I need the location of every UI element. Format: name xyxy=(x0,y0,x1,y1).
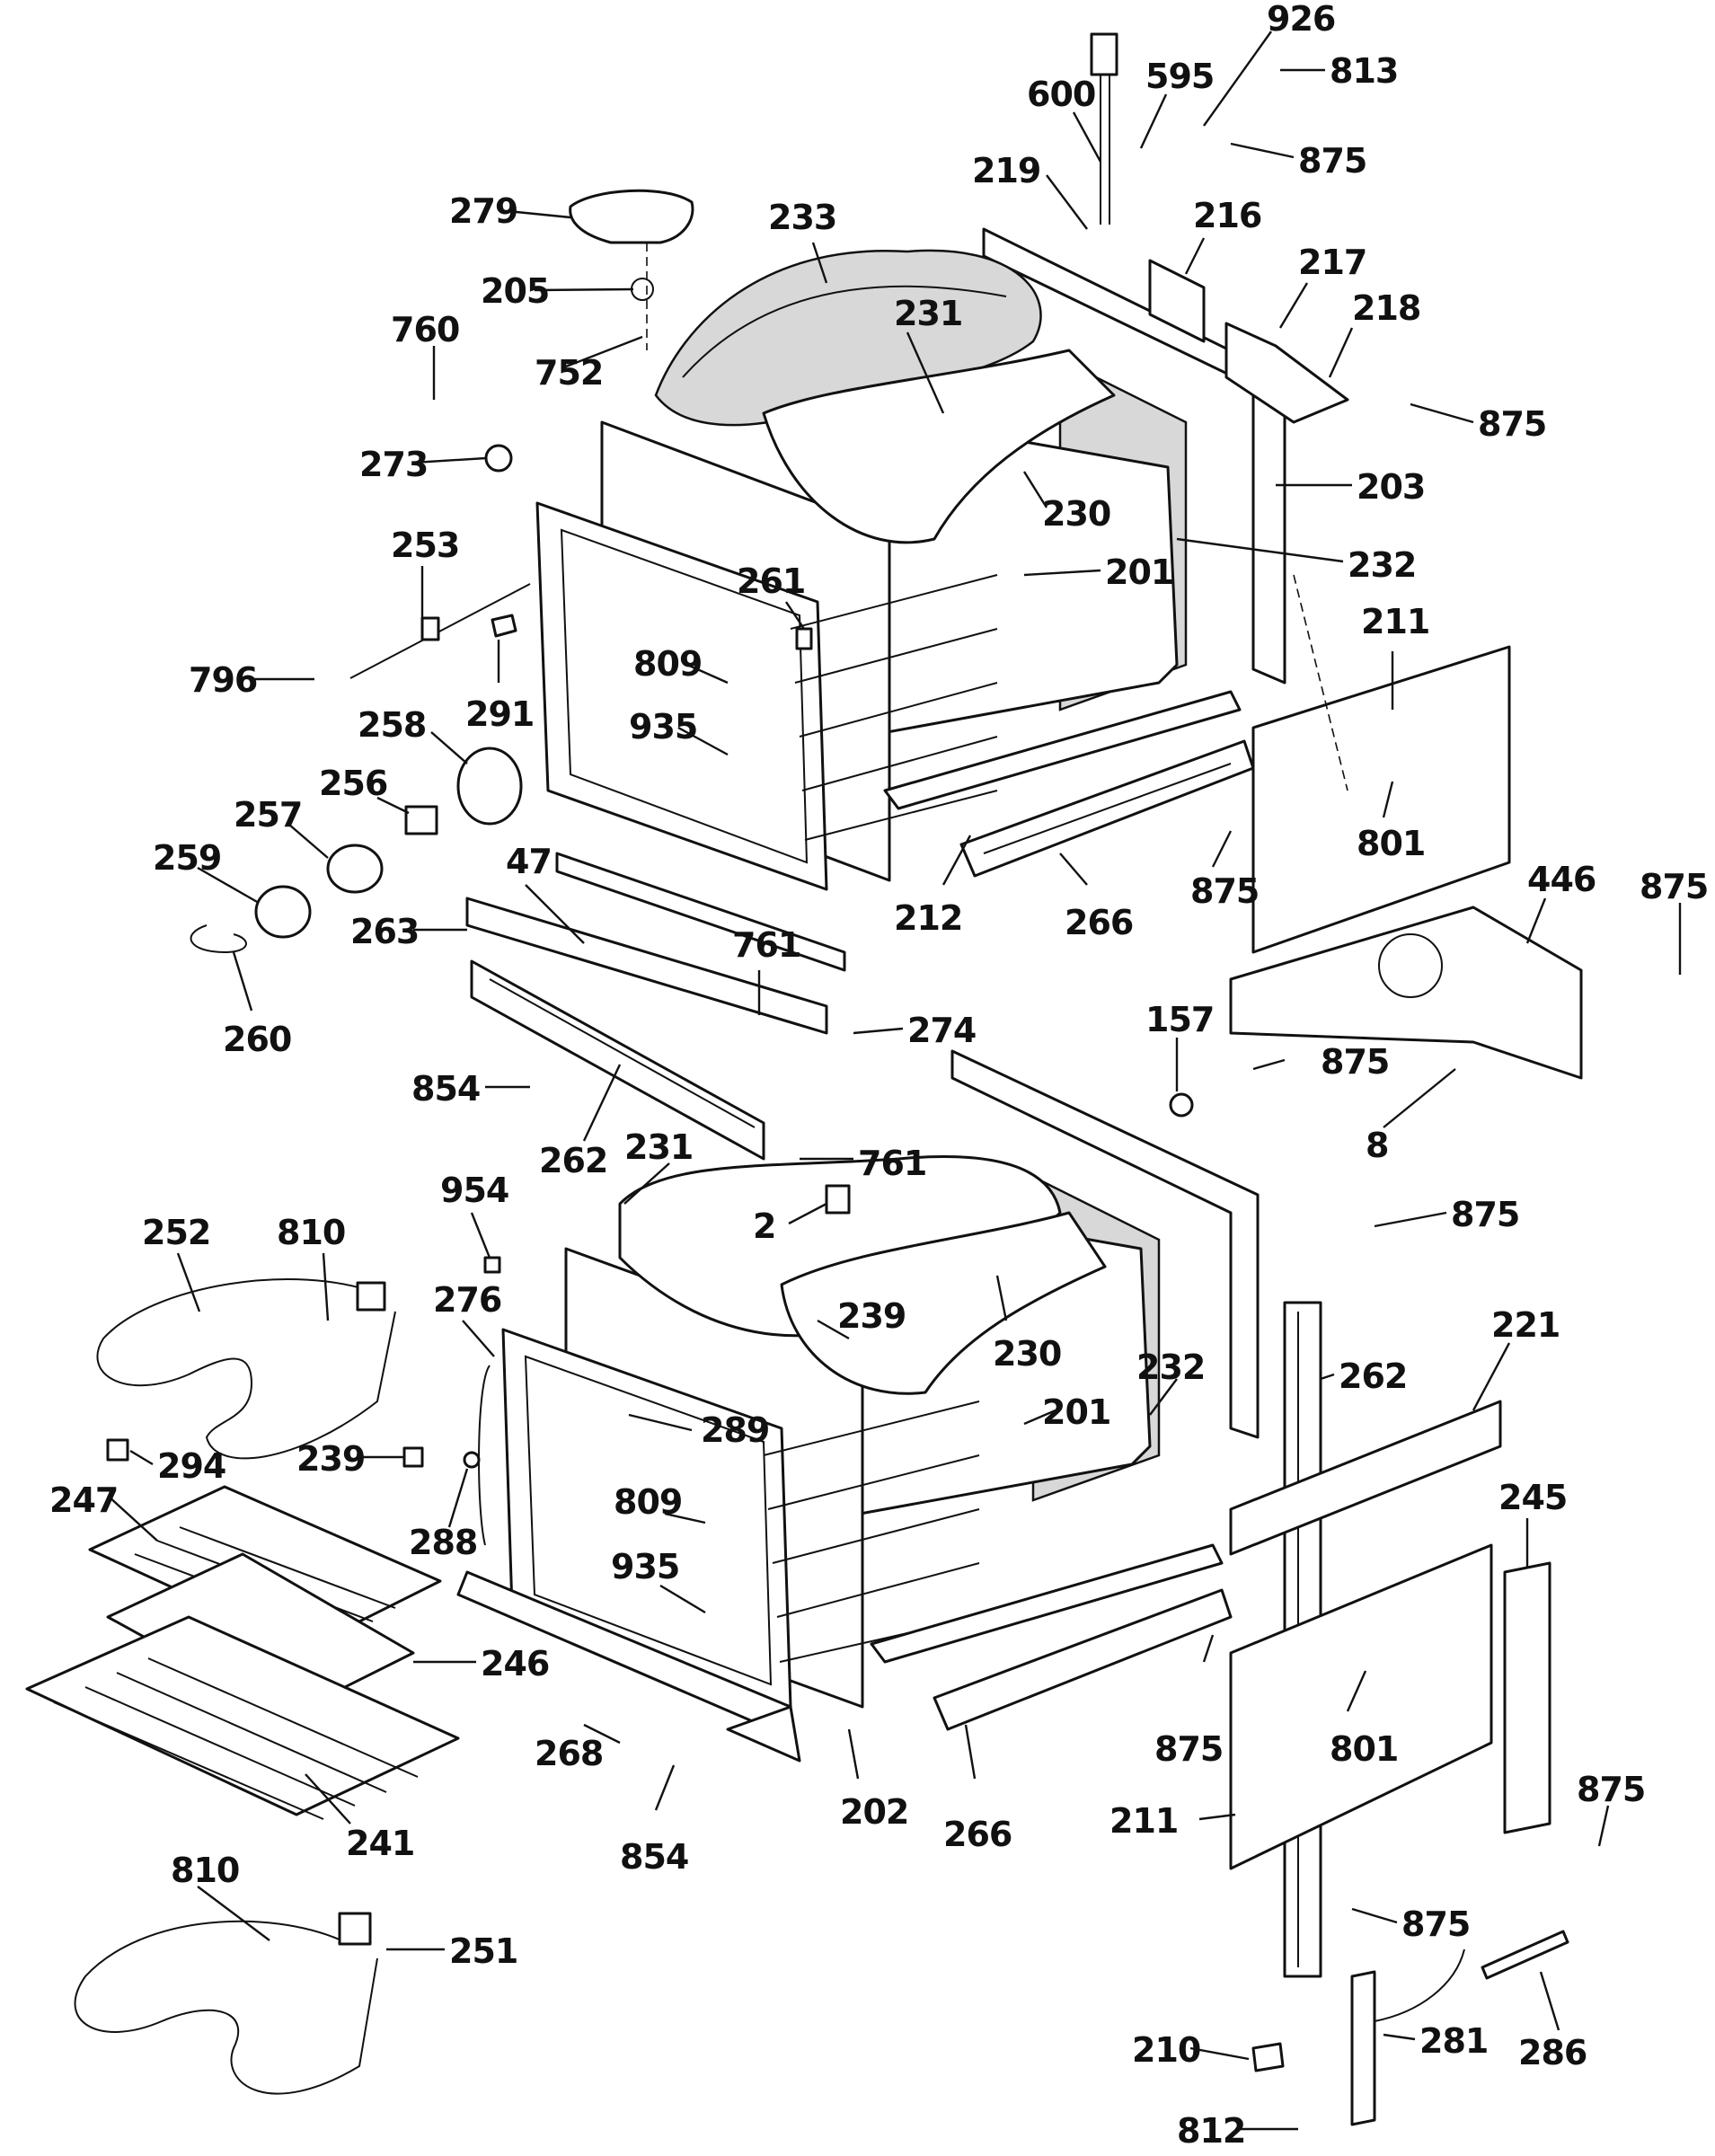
label-201: 201 xyxy=(1042,1392,1110,1432)
label-231: 231 xyxy=(624,1127,693,1167)
label-812: 812 xyxy=(1177,2111,1245,2151)
label-281: 281 xyxy=(1419,2021,1488,2061)
label-211: 211 xyxy=(1109,1801,1178,1841)
label-266: 266 xyxy=(943,1815,1012,1854)
label-446: 446 xyxy=(1527,860,1596,899)
label-273: 273 xyxy=(359,445,428,484)
label-810: 810 xyxy=(171,1851,239,1890)
label-253: 253 xyxy=(391,526,459,565)
label-251: 251 xyxy=(449,1931,517,1971)
loose-parts xyxy=(25,189,1194,2095)
label-926: 926 xyxy=(1267,0,1335,39)
label-813: 813 xyxy=(1330,51,1398,91)
label-246: 246 xyxy=(481,1644,549,1683)
label-257: 257 xyxy=(234,795,302,835)
label-2: 2 xyxy=(753,1206,775,1246)
label-294: 294 xyxy=(157,1446,225,1486)
label-810: 810 xyxy=(277,1213,345,1252)
label-854: 854 xyxy=(620,1837,688,1877)
label-761: 761 xyxy=(858,1144,926,1183)
label-233: 233 xyxy=(768,198,836,237)
label-221: 221 xyxy=(1491,1305,1560,1345)
label-157: 157 xyxy=(1145,1000,1214,1039)
label-291: 291 xyxy=(465,694,534,734)
label-216: 216 xyxy=(1193,196,1261,235)
label-218: 218 xyxy=(1352,288,1420,328)
label-241: 241 xyxy=(346,1824,414,1863)
label-210: 210 xyxy=(1132,2030,1200,2070)
label-809: 809 xyxy=(633,644,702,684)
label-47: 47 xyxy=(506,842,552,881)
label-219: 219 xyxy=(972,151,1040,190)
label-875: 875 xyxy=(1401,1904,1470,1944)
label-274: 274 xyxy=(907,1011,976,1050)
label-252: 252 xyxy=(142,1213,210,1252)
label-600: 600 xyxy=(1027,75,1095,114)
label-202: 202 xyxy=(840,1792,908,1832)
label-801: 801 xyxy=(1330,1729,1398,1769)
label-875: 875 xyxy=(1640,867,1708,906)
lower-oven-assembly xyxy=(456,1049,1569,2126)
label-258: 258 xyxy=(358,705,426,745)
label-875: 875 xyxy=(1577,1770,1645,1809)
label-935: 935 xyxy=(611,1547,679,1586)
label-595: 595 xyxy=(1145,57,1214,96)
label-875: 875 xyxy=(1451,1195,1519,1234)
label-854: 854 xyxy=(411,1069,480,1109)
label-211: 211 xyxy=(1361,602,1429,641)
label-289: 289 xyxy=(701,1410,769,1450)
label-212: 212 xyxy=(894,898,962,938)
label-217: 217 xyxy=(1298,243,1366,282)
label-259: 259 xyxy=(153,838,221,878)
label-801: 801 xyxy=(1357,824,1425,863)
label-230: 230 xyxy=(993,1334,1061,1374)
label-262: 262 xyxy=(539,1141,607,1180)
label-286: 286 xyxy=(1518,2033,1587,2072)
upper-oven-assembly xyxy=(535,32,1583,1080)
label-875: 875 xyxy=(1154,1729,1223,1769)
label-262: 262 xyxy=(1339,1356,1407,1396)
label-266: 266 xyxy=(1065,903,1133,942)
label-761: 761 xyxy=(732,925,800,965)
label-247: 247 xyxy=(49,1480,118,1520)
label-809: 809 xyxy=(614,1482,682,1522)
label-232: 232 xyxy=(1136,1348,1205,1387)
label-205: 205 xyxy=(481,271,549,311)
leader-lines xyxy=(107,31,1682,2131)
label-288: 288 xyxy=(409,1523,477,1562)
label-875: 875 xyxy=(1478,404,1546,444)
label-8: 8 xyxy=(1366,1126,1388,1165)
label-260: 260 xyxy=(223,1020,291,1059)
label-203: 203 xyxy=(1357,467,1425,507)
label-261: 261 xyxy=(737,561,805,601)
label-239: 239 xyxy=(296,1439,365,1479)
label-256: 256 xyxy=(319,764,387,803)
label-276: 276 xyxy=(433,1280,501,1320)
label-935: 935 xyxy=(629,707,697,747)
label-875: 875 xyxy=(1321,1042,1389,1082)
label-245: 245 xyxy=(1498,1478,1567,1517)
label-954: 954 xyxy=(440,1171,508,1210)
label-201: 201 xyxy=(1105,552,1173,592)
label-796: 796 xyxy=(189,660,257,700)
part-labels: 926 813 600 595 875 219 216 279 233 217 … xyxy=(49,0,1709,2151)
label-752: 752 xyxy=(535,353,603,393)
label-875: 875 xyxy=(1190,871,1259,911)
label-279: 279 xyxy=(449,191,517,231)
label-230: 230 xyxy=(1042,494,1110,534)
label-760: 760 xyxy=(391,310,459,349)
label-231: 231 xyxy=(894,294,962,333)
label-232: 232 xyxy=(1348,545,1416,585)
label-263: 263 xyxy=(350,912,419,951)
label-268: 268 xyxy=(535,1734,603,1773)
label-239: 239 xyxy=(837,1296,906,1336)
label-875: 875 xyxy=(1298,141,1366,181)
